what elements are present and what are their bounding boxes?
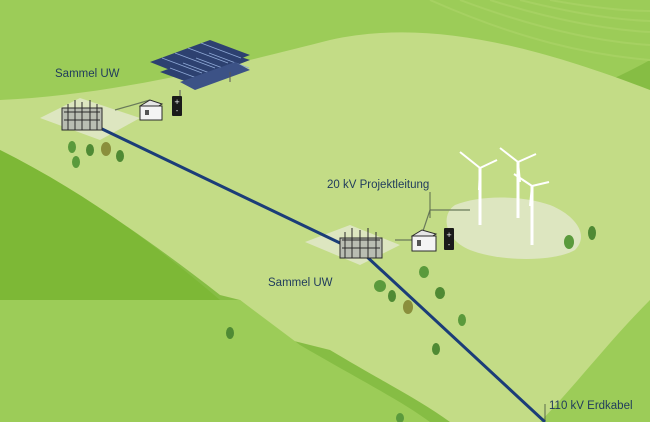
tree-icon [588, 226, 596, 240]
main-slope [0, 32, 650, 422]
tree-icon [396, 413, 404, 422]
substation-top-label: Sammel UW [55, 68, 120, 80]
tree-icon [86, 144, 94, 156]
substation-icon [339, 228, 383, 259]
right-bottom-field [540, 300, 650, 422]
tree-icon [435, 287, 445, 299]
project-line-wire-mid [395, 209, 470, 241]
tree-icon [72, 156, 80, 168]
svg-text:-: - [448, 241, 451, 249]
field-furrows [429, 0, 650, 61]
control-building-icon [410, 229, 438, 252]
tree-icon [458, 314, 466, 326]
tree-icon [388, 290, 396, 302]
tree-icon [101, 142, 111, 156]
wind-turbine-icon [513, 173, 550, 245]
lower-field [0, 150, 220, 300]
substation-mid-label: Sammel UW [268, 277, 333, 289]
tree-icon [419, 266, 429, 278]
tree-icon [68, 141, 76, 153]
wind-turbine-icon [459, 151, 498, 225]
project-line-label: 20 kV Projektleitung [327, 179, 429, 191]
wind-turbine-icon [499, 147, 537, 218]
battery-icon: + - [172, 96, 182, 116]
svg-text:-: - [176, 107, 179, 115]
tree-icon [374, 280, 386, 292]
tree-icon [226, 327, 234, 339]
substation-icon [61, 100, 103, 131]
tree-icon [403, 300, 413, 314]
project-line-wire [114, 99, 151, 111]
battery-icon: + - [444, 228, 454, 250]
svg-text:+: + [174, 98, 180, 106]
tree-icon [116, 150, 124, 162]
control-building-icon [138, 99, 164, 121]
solar-panel-array-icon [150, 40, 250, 100]
bottom-field [0, 300, 430, 422]
tree-icon [564, 235, 574, 249]
tree-icon [432, 343, 440, 355]
earth-cable-label: 110 kV Erdkabel [549, 400, 633, 412]
svg-text:+: + [446, 231, 452, 239]
